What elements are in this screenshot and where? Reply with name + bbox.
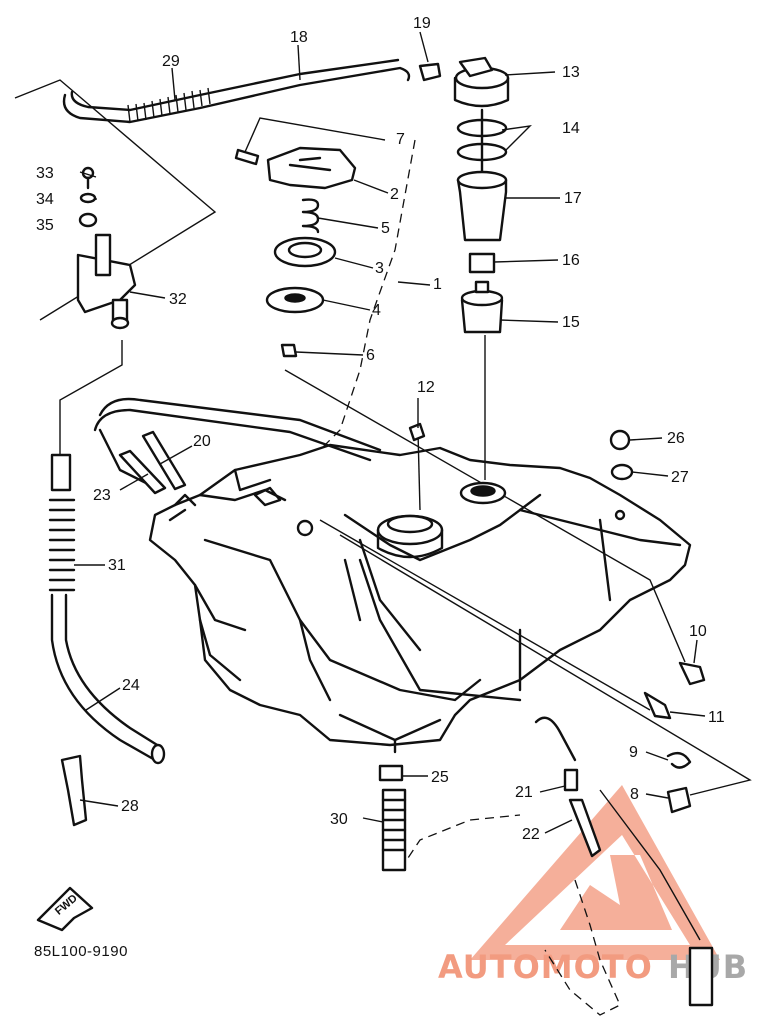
callout-20: 20 [193,433,211,450]
clip-9 [666,751,692,769]
callout-numbers: 18 29 19 13 14 17 16 15 7 2 5 3 1 4 6 12… [36,15,725,843]
nut-6 [280,343,298,358]
fuel-tank [148,443,692,754]
spring-5 [301,198,320,234]
fuel-hose-31-24 [48,453,166,765]
callout-17: 17 [564,190,582,207]
callout-22: 22 [522,826,540,843]
callout-29: 29 [162,53,180,70]
washer-34 [79,192,97,204]
hose-pieces-20-23 [118,430,187,495]
callout-24: 24 [122,677,140,694]
callout-25: 25 [431,769,449,786]
callout-34: 34 [36,191,54,208]
fuel-pump-assembly [453,56,510,334]
drain-fittings [378,764,407,872]
callout-9: 9 [629,744,638,761]
callout-11: 11 [708,709,725,726]
callout-3: 3 [375,260,384,277]
hose-22 [568,798,602,858]
callout-33: 33 [36,165,54,182]
fuel-cock-assembly [76,166,137,330]
callout-2: 2 [390,186,399,203]
spring-29 [127,87,211,123]
callout-1: 1 [433,276,442,293]
clamp-16 [468,252,496,274]
clip-19 [418,62,442,82]
callout-28: 28 [121,798,139,815]
callout-4: 4 [372,302,381,319]
watermark-text-automoto: AUTOMOTO [438,948,653,986]
clip-8 [666,786,692,814]
seat-3 [273,236,337,268]
callout-26: 26 [667,430,685,447]
seal-35 [78,212,98,228]
bolt-11 [643,691,672,720]
callout-7: 7 [396,131,405,148]
fwd-arrow-icon: FWD [36,886,94,932]
callout-32: 32 [169,291,187,308]
phantom-lines [14,79,752,1016]
callout-23: 23 [93,487,111,504]
callout-19: 19 [413,15,431,32]
nut-26 [609,429,631,451]
hose-23 [118,449,167,495]
clip-25 [378,764,404,782]
callout-10: 10 [689,623,707,640]
callout-30: 30 [330,811,348,828]
callout-6: 6 [366,347,375,364]
hose-20 [141,430,187,491]
breather-hose-18 [62,58,411,124]
callout-5: 5 [381,220,390,237]
screw-7 [234,148,260,166]
callout-13: 13 [562,64,580,81]
callout-14: 14 [562,120,580,137]
callout-16: 16 [562,252,580,269]
callout-8: 8 [630,786,639,803]
callout-21: 21 [515,784,533,801]
callout-18: 18 [290,29,308,46]
watermark-triangle-logo [470,785,720,960]
washer-27 [610,463,634,481]
diagram-code: 85L100-9190 [34,943,128,960]
bolt-10 [678,661,706,686]
clip-12 [408,422,426,442]
spring-31 [48,498,76,592]
callout-31: 31 [108,557,126,574]
callout-27: 27 [671,469,689,486]
misc-hardware [408,422,714,1007]
filler-cap-assembly [234,146,357,358]
callout-15: 15 [562,314,580,331]
callout-12: 12 [417,379,435,396]
leader-lines [74,31,706,834]
fitting-21 [563,768,579,792]
band-28 [60,754,88,827]
callout-35: 35 [36,217,54,234]
